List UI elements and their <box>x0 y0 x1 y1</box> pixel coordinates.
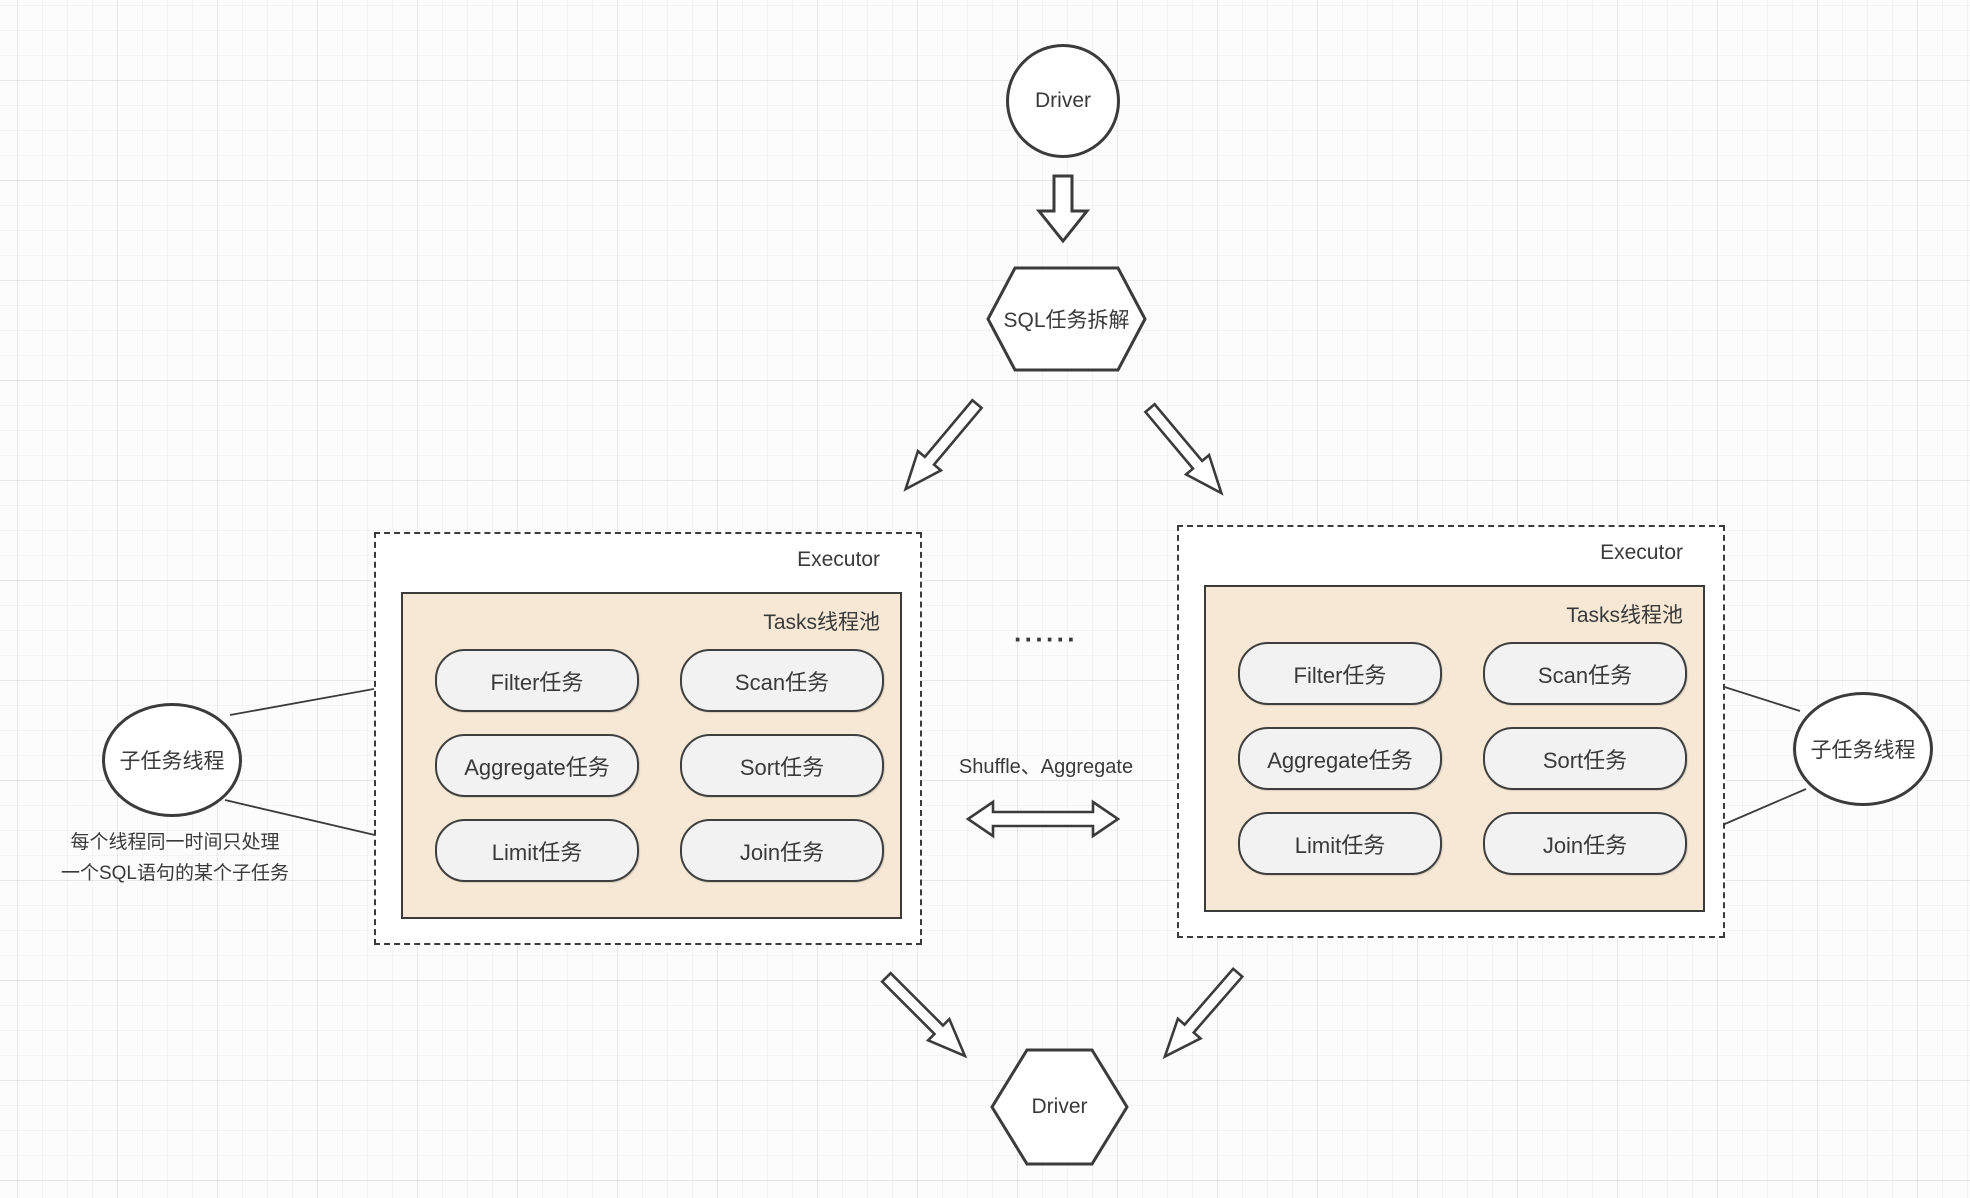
thread-note-line1: 每个线程同一时间只处理 <box>70 832 280 853</box>
thread-note: 每个线程同一时间只处理 一个SQL语句的某个子任务 <box>22 827 328 889</box>
block-arrow-right-executor-to-driver <box>1150 960 1252 1070</box>
node-sql-split-label: SQL任务拆解 <box>1003 309 1130 332</box>
task-pool-right-title: Tasks线程池 <box>1566 604 1683 627</box>
task-pill-aggregate: Aggregate任务 <box>1238 727 1442 790</box>
task-pill-limit: Limit任务 <box>435 819 639 882</box>
node-subtask-thread-right: 子任务线程 <box>1793 692 1933 806</box>
executor-box-right: Executor Tasks线程池 Filter任务 Scan任务 Aggreg… <box>1177 525 1725 938</box>
node-subtask-thread-left-label: 子任务线程 <box>119 750 225 773</box>
executor-left-title: Executor <box>797 548 880 571</box>
block-arrow-sql-to-left-executor <box>891 392 992 503</box>
node-driver-bottom-label: Driver <box>1031 1095 1088 1118</box>
thread-note-line2: 一个SQL语句的某个子任务 <box>60 863 290 884</box>
task-pill-aggregate: Aggregate任务 <box>435 734 639 797</box>
task-pool-left-grid: Filter任务 Scan任务 Aggregate任务 Sort任务 Limit… <box>435 649 884 882</box>
executor-box-left: Executor Tasks线程池 Filter任务 Scan任务 Aggreg… <box>374 532 922 945</box>
task-pill-join: Join任务 <box>1483 812 1687 875</box>
task-pill-join: Join任务 <box>680 819 884 882</box>
node-sql-split: SQL任务拆解 <box>986 266 1147 372</box>
node-subtask-thread-left: 子任务线程 <box>102 703 242 817</box>
block-arrow-shuffle-bidirectional <box>965 799 1121 839</box>
task-pill-limit: Limit任务 <box>1238 812 1442 875</box>
node-driver-top-label: Driver <box>1035 89 1091 112</box>
node-driver-top: Driver <box>1006 44 1120 158</box>
task-pill-sort: Sort任务 <box>1483 727 1687 790</box>
task-pill-scan: Scan任务 <box>1483 642 1687 705</box>
task-pill-sort: Sort任务 <box>680 734 884 797</box>
task-pill-filter: Filter任务 <box>435 649 639 712</box>
node-driver-bottom: Driver <box>990 1048 1129 1166</box>
executor-right-title: Executor <box>1600 541 1683 564</box>
task-pill-scan: Scan任务 <box>680 649 884 712</box>
task-pool-right-grid: Filter任务 Scan任务 Aggregate任务 Sort任务 Limit… <box>1238 642 1687 875</box>
block-arrow-driver-to-sql <box>1035 174 1091 244</box>
node-subtask-thread-right-label: 子任务线程 <box>1810 739 1916 762</box>
task-pool-left: Tasks线程池 Filter任务 Scan任务 Aggregate任务 Sor… <box>401 592 902 919</box>
task-pool-right: Tasks线程池 Filter任务 Scan任务 Aggregate任务 Sor… <box>1204 585 1705 912</box>
more-executors-ellipsis: ······ <box>1014 624 1078 654</box>
block-arrow-left-executor-to-driver <box>873 964 979 1070</box>
task-pill-filter: Filter任务 <box>1238 642 1442 705</box>
task-pool-left-title: Tasks线程池 <box>763 611 880 634</box>
block-arrow-sql-to-right-executor <box>1136 396 1237 507</box>
shuffle-aggregate-label: Shuffle、Aggregate <box>958 756 1134 778</box>
